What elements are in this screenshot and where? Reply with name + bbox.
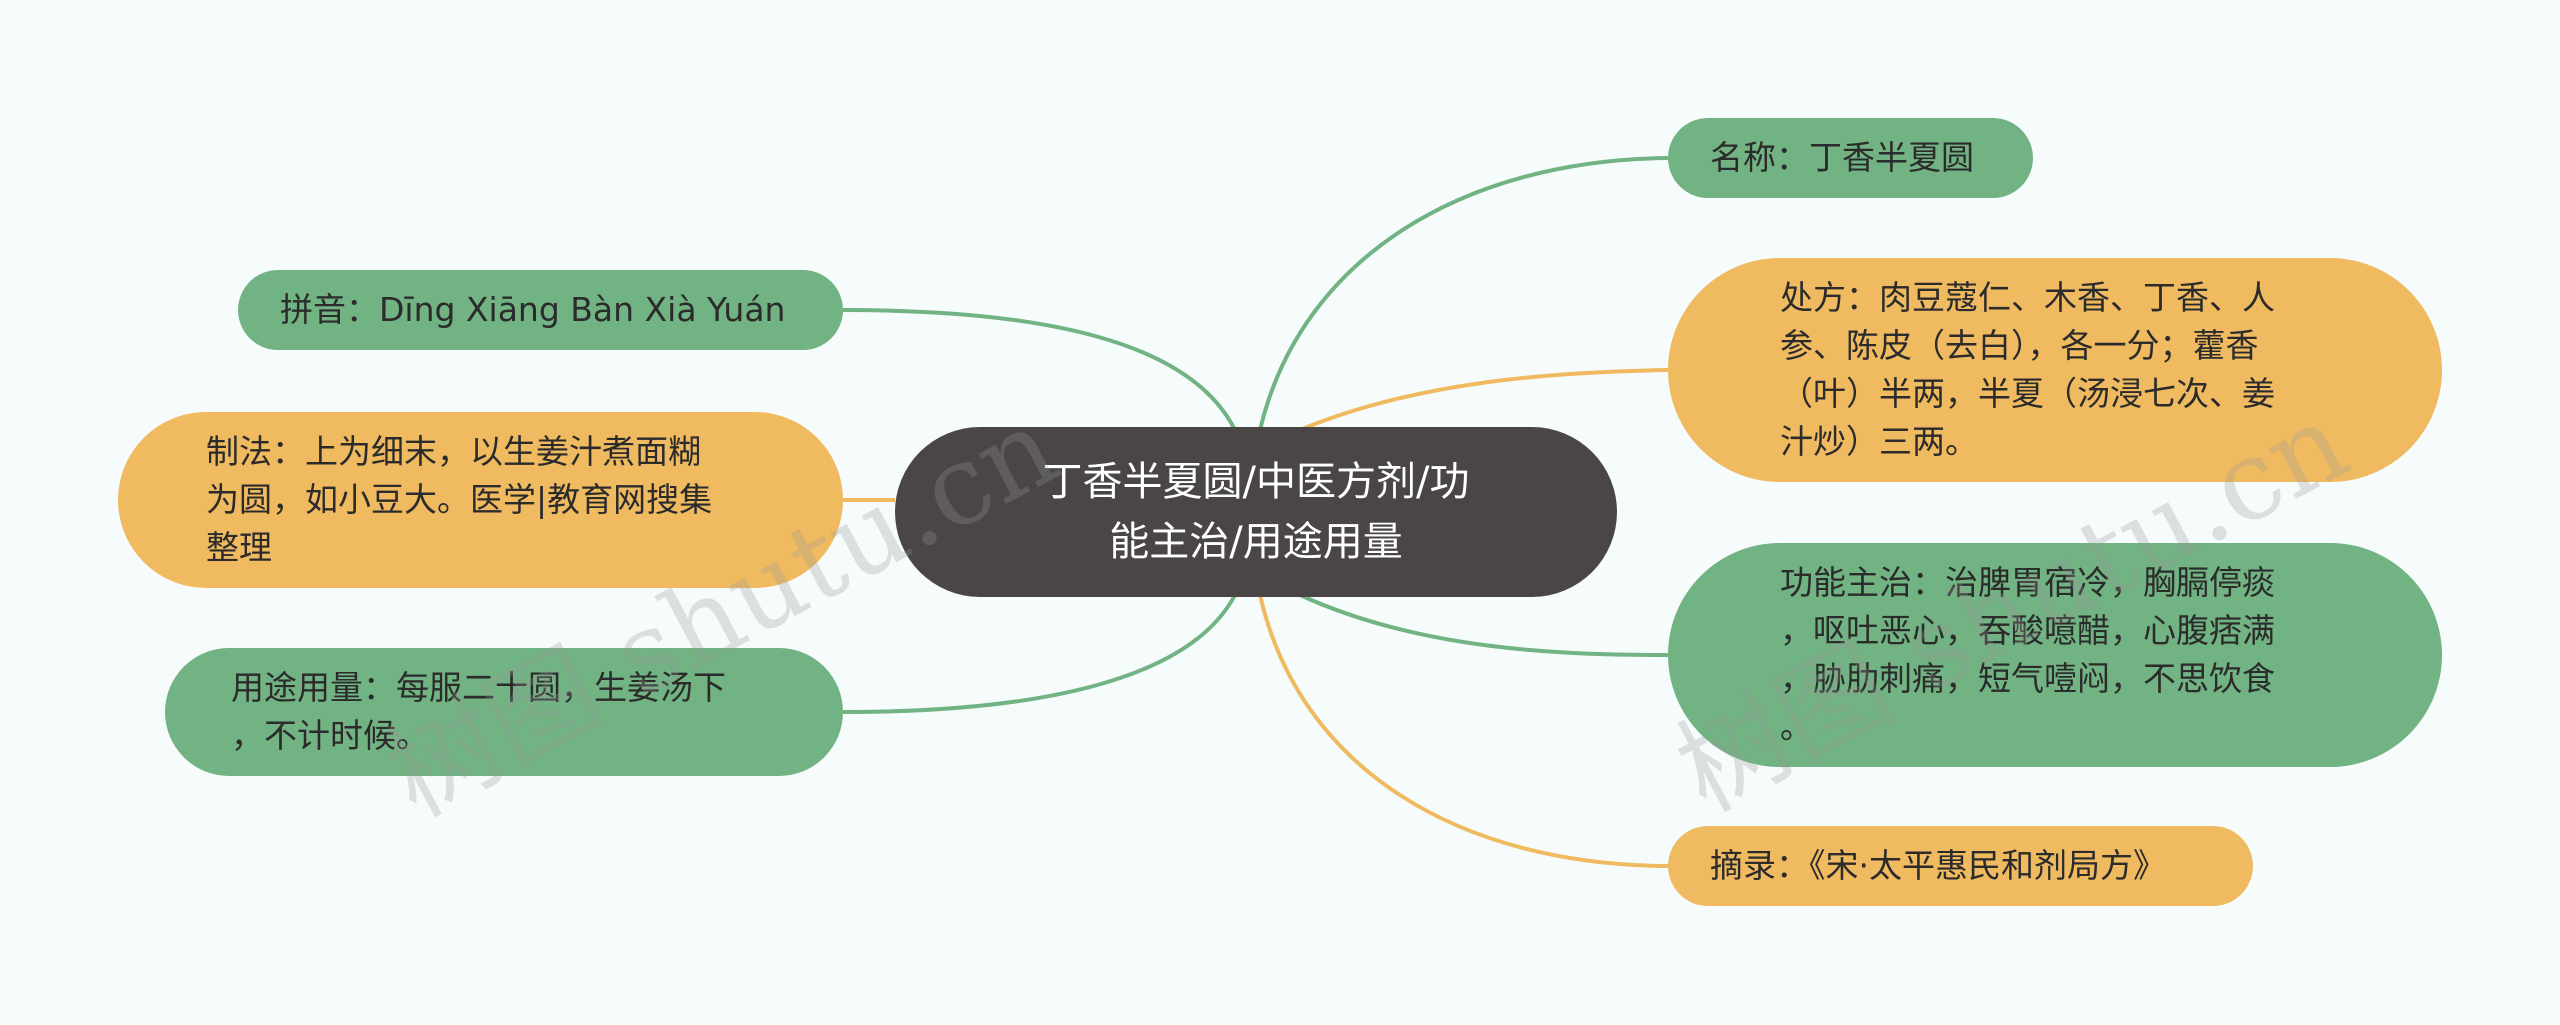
connector-prescription	[1299, 368, 1669, 432]
node-excerpt[interactable]: 摘录：《宋·太平惠民和剂局方》	[1668, 826, 2253, 906]
central-topic[interactable]: 丁香半夏圆/中医方剂/功 能主治/用途用量	[895, 427, 1617, 597]
node-name-label: 名称：丁香半夏圆	[1710, 138, 1974, 177]
node-method[interactable]: 制法：上为细末，以生姜汁煮面糊 为圆，如小豆大。医学|教育网搜集 整理	[118, 412, 843, 588]
connector-pinyin	[842, 308, 1237, 431]
node-prescription[interactable]: 处方：肉豆蔻仁、木香、丁香、人 参、陈皮（去白），各一分；藿香 （叶）半两，半夏…	[1668, 258, 2442, 482]
node-function-label: 功能主治：治脾胃宿冷，胸膈停痰 ，呕吐恶心，吞酸噫醋，心腹痞满 ，胁肋刺痛，短气…	[1780, 563, 2275, 746]
node-pinyin-label: 拼音：Dīng Xiāng Bàn Xià Yuán	[280, 290, 786, 329]
node-prescription-label: 处方：肉豆蔻仁、木香、丁香、人 参、陈皮（去白），各一分；藿香 （叶）半两，半夏…	[1780, 278, 2275, 461]
central-topic-label: 丁香半夏圆/中医方剂/功 能主治/用途用量	[1042, 459, 1470, 565]
connector-function	[1299, 593, 1669, 657]
connector-excerpt	[1258, 594, 1669, 868]
node-usage[interactable]: 用途用量：每服二十圆，生姜汤下 ，不计时候。	[165, 648, 843, 776]
node-excerpt-label: 摘录：《宋·太平惠民和剂局方》	[1710, 846, 2166, 885]
node-usage-label: 用途用量：每服二十圆，生姜汤下 ，不计时候。	[231, 668, 726, 755]
connector-name	[1258, 156, 1669, 431]
node-pinyin[interactable]: 拼音：Dīng Xiāng Bàn Xià Yuán	[238, 270, 843, 350]
node-function[interactable]: 功能主治：治脾胃宿冷，胸膈停痰 ，呕吐恶心，吞酸噫醋，心腹痞满 ，胁肋刺痛，短气…	[1668, 543, 2442, 767]
node-method-label: 制法：上为细末，以生姜汁煮面糊 为圆，如小豆大。医学|教育网搜集 整理	[206, 432, 713, 567]
node-name[interactable]: 名称：丁香半夏圆	[1668, 118, 2033, 198]
connector-usage	[842, 594, 1237, 714]
